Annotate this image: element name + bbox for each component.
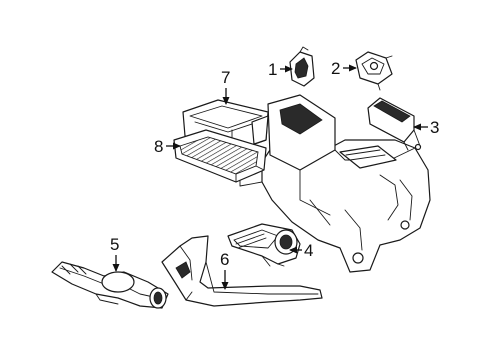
callout-2-label: 2 xyxy=(331,59,340,78)
callout-3-label: 3 xyxy=(430,118,439,137)
callout-6: 6 xyxy=(220,250,229,290)
part-4-blower-duct xyxy=(227,223,301,267)
callout-5: 5 xyxy=(110,235,120,272)
callout-3: 3 xyxy=(413,118,439,137)
part-2-actuator xyxy=(355,51,393,91)
hvac-housing xyxy=(239,94,431,273)
callout-8-label: 8 xyxy=(154,137,163,156)
part-3-vent-duct xyxy=(367,97,422,151)
part-8-cabin-filter xyxy=(173,129,267,183)
callout-2: 2 xyxy=(331,59,357,78)
callout-7-label: 7 xyxy=(221,68,230,87)
callout-7: 7 xyxy=(221,68,230,105)
part-6-rear-duct xyxy=(161,235,323,307)
callout-1: 1 xyxy=(268,60,293,79)
callout-4: 4 xyxy=(289,241,313,260)
callout-6-label: 6 xyxy=(220,250,229,269)
callout-8: 8 xyxy=(154,137,181,156)
part-5-floor-duct xyxy=(51,261,169,309)
part-1-gasket xyxy=(289,46,315,87)
callout-5-label: 5 xyxy=(110,235,119,254)
callout-1-label: 1 xyxy=(268,60,277,79)
callout-4-label: 4 xyxy=(304,241,313,260)
